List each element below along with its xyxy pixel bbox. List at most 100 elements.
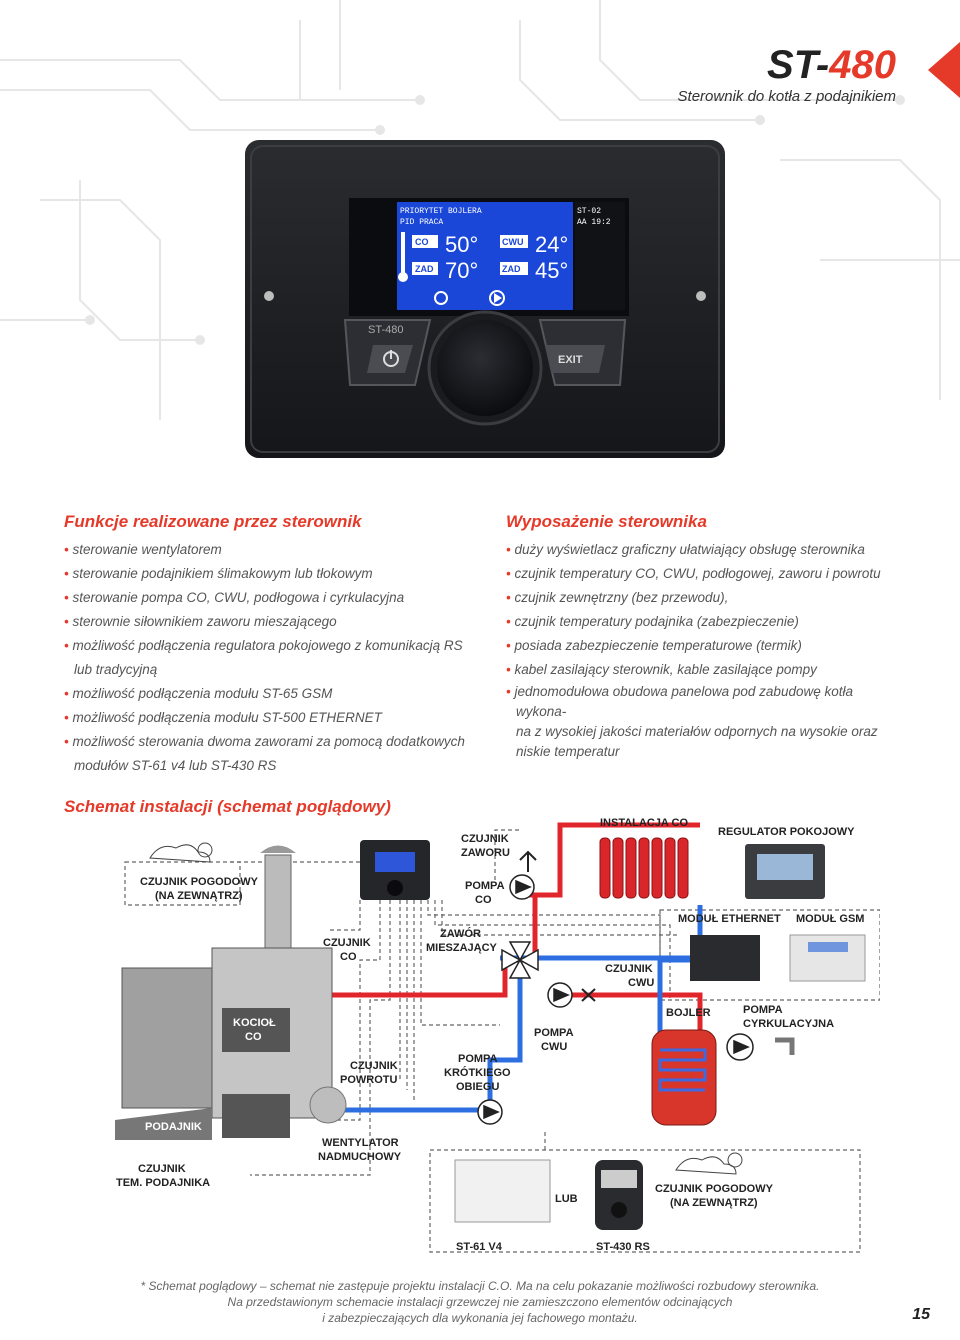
power-button-icon: [383, 350, 399, 367]
footnote-line1: * Schemat poglądowy – schemat nie zastęp…: [140, 1279, 820, 1293]
list-item: sterownie siłownikiem zaworu mieszająceg…: [64, 610, 484, 634]
functions-list: sterowanie wentylatorem sterowanie podaj…: [64, 538, 484, 778]
screen-right-tag1: CWU: [502, 237, 524, 247]
circuit-background: [0, 0, 960, 420]
equipment-section: Wyposażenie sterownika duży wyświetlacz …: [506, 512, 906, 762]
equipment-title: Wyposażenie sterownika: [506, 512, 707, 531]
equipment-list: duży wyświetlacz graficzny ułatwiający o…: [506, 538, 906, 762]
label-return-sensor: CZUJNIK: [350, 1060, 398, 1072]
label-cwu-sensor: CZUJNIK: [605, 963, 653, 975]
list-item: sterowanie wentylatorem: [64, 538, 484, 562]
device-brand: ST-480: [368, 324, 403, 336]
label-short-pump-3: OBIEGU: [456, 1081, 499, 1093]
label-valve-sensor: CZUJNIK: [461, 833, 509, 845]
label-cwu-pump-2: CWU: [541, 1041, 567, 1053]
list-item: kabel zasilający sterownik, kable zasila…: [506, 658, 906, 682]
label-weather-sensor: CZUJNIK POGODOWY: [140, 876, 259, 888]
label-pump-co: POMPA: [465, 880, 505, 892]
red-arrow-tab-icon: [928, 42, 960, 98]
label-st430: ST-430 RS: [596, 1241, 650, 1253]
gsm-module: [789, 934, 866, 982]
footnote-line3: i zabezpieczających dla wykonania jej fa…: [322, 1311, 638, 1325]
label-ethernet: MODUŁ ETHERNET: [678, 913, 781, 925]
label-return-sensor-2: POWROTU: [340, 1074, 397, 1086]
st61-module: [454, 1159, 551, 1223]
label-short-pump-2: KRÓTKIEGO: [444, 1066, 511, 1079]
label-feeder: PODAJNIK: [145, 1121, 202, 1133]
list-item: sterowanie podajnikiem ślimakowym lub tł…: [64, 562, 484, 586]
pump-short-circuit-icon: [477, 1099, 503, 1125]
list-item: czujnik temperatury CO, CWU, podłogowej,…: [506, 562, 906, 586]
list-item: możliwość sterowania dwoma zaworami za p…: [64, 730, 484, 778]
controller-device: PRIORYTET BOJLERA PID PRACA ST-02 AA 19:…: [245, 140, 725, 458]
label-st61: ST-61 V4: [456, 1241, 503, 1253]
tap-icon: [775, 1037, 795, 1055]
label-co-sensor: CZUJNIK: [323, 937, 371, 949]
list-item: duży wyświetlacz graficzny ułatwiający o…: [506, 538, 906, 562]
label-feeder-sensor-2: TEM. PODAJNIKA: [116, 1177, 210, 1189]
footnote-line2: Na przedstawionym schemacie instalacji g…: [227, 1295, 733, 1309]
label-mixing-valve: ZAWÓR: [440, 927, 481, 940]
screen-time: ST-02: [577, 207, 601, 216]
model-prefix: ST-: [767, 43, 830, 87]
list-item: jednomodułowa obudowa panelowa pod zabud…: [506, 682, 906, 762]
label-or: LUB: [555, 1193, 578, 1205]
lcd-screen: [397, 202, 573, 310]
label-fan-2: NADMUCHOWY: [318, 1151, 402, 1163]
mixing-valve-icon: [501, 941, 539, 979]
boiler-unit: [115, 845, 347, 1140]
label-feeder-sensor: CZUJNIK: [138, 1163, 186, 1175]
boiler-tank: [651, 1029, 717, 1126]
label-cwu-pump: POMPA: [534, 1027, 574, 1039]
check-valve-icon: [581, 988, 596, 1002]
screen-date: AA 19:2: [577, 218, 611, 227]
footnote: * Schemat poglądowy – schemat nie zastęp…: [0, 1278, 960, 1326]
label-boiler-co: KOCIOŁ: [233, 1017, 276, 1029]
label-fan: WENTYLATOR: [322, 1137, 399, 1149]
model-title: ST-480: [678, 44, 896, 86]
screen-line2: PID PRACA: [400, 218, 443, 227]
pump-icon: [509, 874, 535, 900]
screen-left-val2: 70°: [445, 258, 478, 283]
schema-title: Schemat instalacji (schemat poglądowy): [64, 797, 391, 816]
list-item: sterowanie pompa CO, CWU, podłogowa i cy…: [64, 586, 484, 610]
weather-sensor-2-icon: [675, 1152, 743, 1175]
list-item: czujnik zewnętrzny (bez przewodu),: [506, 586, 906, 610]
page-number: 15: [912, 1306, 930, 1323]
label-cwu-sensor-2: CWU: [628, 977, 654, 989]
installation-diagram: CZUJNIK POGODOWY (NA ZEWNĄTRZ) CZUJNIK Z…: [115, 817, 880, 1253]
label-boiler-co-2: CO: [245, 1031, 262, 1043]
screen-line1: PRIORYTET BOJLERA: [400, 207, 482, 216]
label-co-sensor-2: CO: [340, 951, 357, 963]
label-mixing-valve-2: MIESZAJĄCY: [426, 942, 498, 954]
exit-label: EXIT: [558, 354, 583, 366]
list-item: możliwość podłączenia regulatora pokojow…: [64, 634, 484, 682]
weather-sensor-icon: [149, 842, 213, 863]
screen-left-tag1: CO: [415, 237, 429, 247]
list-item: czujnik temperatury podajnika (zabezpiec…: [506, 610, 906, 634]
label-room-regulator: REGULATOR POKOJOWY: [718, 826, 855, 838]
functions-title: Funkcje realizowane przez sterownik: [64, 512, 362, 531]
label-circ-pump-2: CYRKULACYJNA: [743, 1018, 834, 1030]
page-header: ST-480 Sterownik do kotła z podajnikiem: [678, 44, 896, 105]
pump-cwu-icon: [547, 982, 573, 1008]
label-weather-sensor-b-2: (NA ZEWNĄTRZ): [670, 1197, 758, 1209]
label-gsm: MODUŁ GSM: [796, 913, 864, 925]
label-bojler: BOJLER: [666, 1007, 711, 1019]
screen-right-val1: 24°: [535, 232, 568, 257]
model-subtitle: Sterownik do kotła z podajnikiem: [677, 88, 896, 105]
label-pump-co-2: CO: [475, 894, 492, 906]
label-weather-sensor-b: CZUJNIK POGODOWY: [655, 1183, 774, 1195]
label-weather-sensor-2: (NA ZEWNĄTRZ): [155, 890, 243, 902]
ethernet-module: [690, 935, 760, 981]
screen-left-tag2: ZAD: [415, 264, 434, 274]
screen-left-val1: 50°: [445, 232, 478, 257]
control-knob: [437, 320, 533, 416]
label-valve-sensor-2: ZAWORU: [461, 847, 510, 859]
room-regulator: [745, 844, 825, 899]
screen-right-val2: 45°: [535, 258, 568, 283]
list-item: posiada zabezpieczenie temperaturowe (te…: [506, 634, 906, 658]
model-number: 480: [829, 43, 896, 87]
functions-section: Funkcje realizowane przez sterownik ster…: [64, 512, 484, 778]
label-short-pump: POMPA: [458, 1053, 498, 1065]
